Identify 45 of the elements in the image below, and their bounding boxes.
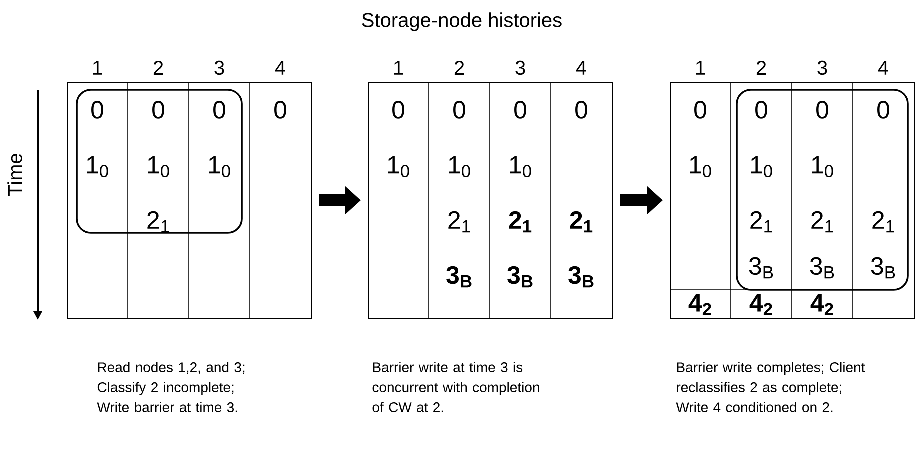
history-table: [368, 82, 613, 319]
cell-value: 1$_{0}$: [209, 156, 230, 178]
cell-value: 0: [92, 101, 104, 119]
history-table: [67, 82, 312, 319]
history-table: [670, 82, 915, 319]
cell-value: 3$_{B}$: [508, 266, 533, 288]
cell-value: 1$_{0}$: [148, 156, 170, 178]
cell-value: 0: [816, 101, 828, 119]
cell-value: 2$_{1}$: [148, 211, 170, 233]
cell-value: 3$_{B}$: [810, 257, 834, 279]
title: Storage-node histories: [362, 12, 562, 32]
panel-description: Barrier write at time 3 is concurrent with completion of CW at 2.: [372, 362, 540, 412]
cell-value: 1$_{0}$: [690, 156, 712, 178]
axis-label: Time: [8, 154, 22, 196]
cell-value: 0: [392, 101, 404, 119]
cell-value: 2$_{1}$: [812, 211, 834, 233]
cell-value: 3$_{B}$: [871, 257, 896, 279]
cell-value: 0: [214, 101, 226, 119]
cell-value: 3$_{B}$: [446, 266, 472, 288]
cell-value: 3$_{B}$: [749, 257, 774, 279]
cell-value: 4$_{2}$: [810, 294, 834, 316]
cell-value: 2$_{1}$: [448, 211, 470, 233]
cell-value: 1$_{0}$: [812, 156, 834, 178]
cell-value: 2$_{1}$: [509, 211, 532, 233]
cell-value: 2$_{1}$: [750, 211, 772, 233]
cell-value: 2$_{1}$: [872, 211, 894, 233]
cell-value: 4$_{2}$: [688, 294, 712, 316]
cell-value: 0: [152, 101, 164, 119]
cell-value: 1$_{0}$: [87, 156, 108, 178]
cell-value: 1$_{0}$: [751, 156, 772, 178]
panel-description: Barrier write completes; Client reclassifies 2 as complete; Write 4 conditioned on 2.: [676, 362, 866, 412]
cell-value: 2$_{1}$: [570, 211, 593, 233]
cell-value: 3$_{B}$: [568, 266, 594, 288]
cell-value: 1$_{0}$: [510, 156, 532, 178]
cell-value: 0: [756, 101, 768, 119]
cell-value: 1$_{0}$: [449, 156, 470, 178]
cell-value: 0: [274, 101, 286, 119]
cell-value: 0: [454, 101, 466, 119]
cell-value: 4$_{2}$: [750, 294, 772, 316]
cell-value: 0: [878, 101, 890, 119]
cell-value: 0: [694, 101, 706, 119]
cell-value: 0: [514, 101, 526, 119]
cell-value: 1$_{0}$: [388, 156, 410, 178]
cell-value: 0: [576, 101, 588, 119]
panel-description: Read nodes 1,2, and 3; Classify 2 incomplete; Write barrier at time 3.: [97, 362, 245, 412]
